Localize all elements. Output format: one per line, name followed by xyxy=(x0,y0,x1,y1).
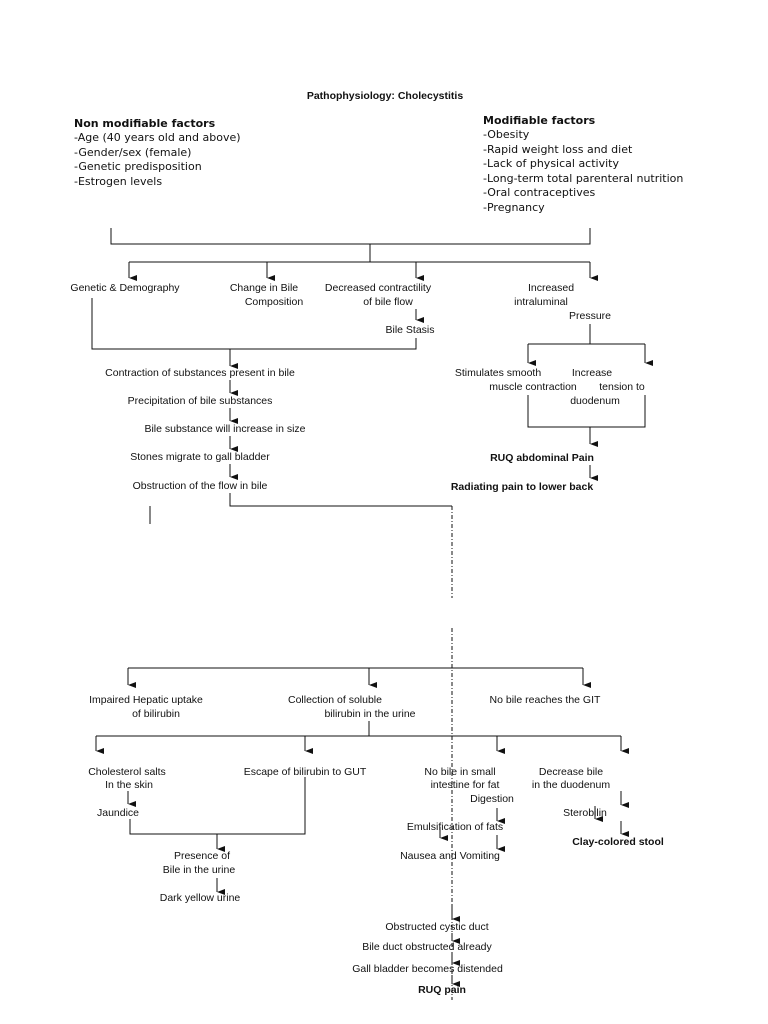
node-decreased-contractility: Decreased contractility xyxy=(324,282,432,294)
node-nausea-vomiting: Nausea and Vomiting xyxy=(400,850,500,862)
node-stones-migrate: Stones migrate to gall bladder xyxy=(130,451,270,463)
node-digestion: Digestion xyxy=(470,793,514,805)
node-obstructed-cystic-duct: Obstructed cystic duct xyxy=(385,921,489,933)
node-of-bilirubin: of bilirubin xyxy=(132,708,180,720)
node-decrease-bile: Decrease bile xyxy=(538,766,604,778)
node-impaired-hepatic: Impaired Hepatic uptake xyxy=(89,694,203,706)
node-intraluminal: intraluminal xyxy=(514,296,568,308)
node-escape-bilirubin: Escape of bilirubin to GUT xyxy=(243,766,367,778)
node-decreased-contractility-2: of bile flow xyxy=(363,296,413,308)
node-genetic-demography: Genetic & Demography xyxy=(70,282,180,294)
node-bile-stasis: Bile Stasis xyxy=(385,324,435,336)
modifiable-heading: Modifiable factors xyxy=(483,114,596,127)
node-duodenum: duodenum xyxy=(570,395,620,407)
node-increase: Increase xyxy=(571,367,613,379)
node-gall-bladder-distended: Gall bladder becomes distended xyxy=(352,963,503,975)
node-precipitation: Precipitation of bile substances xyxy=(127,395,273,407)
modifiable-factors: Modifiable factors -Obesity -Rapid weigh… xyxy=(483,114,683,215)
list-item: -Obesity xyxy=(483,128,530,141)
node-presence-of: Presence of xyxy=(173,850,231,862)
node-no-bile-git: No bile reaches the GIT xyxy=(489,694,601,706)
node-obstruction: Obstruction of the flow in bile xyxy=(132,480,268,492)
node-stimulates-smooth: Stimulates smooth xyxy=(454,367,542,379)
node-intestine-fat: intestine for fat xyxy=(430,779,500,791)
node-increased: Increased xyxy=(527,282,575,294)
list-item: -Gender/sex (female) xyxy=(74,145,192,159)
node-pressure: Pressure xyxy=(568,310,611,322)
node-no-bile-small: No bile in small xyxy=(424,766,496,778)
node-contraction-substances: Contraction of substances present in bil… xyxy=(105,367,295,379)
node-clay-colored-stool: Clay-colored stool xyxy=(572,836,664,848)
list-item: -Lack of physical activity xyxy=(483,157,619,170)
node-bile-duct-obstructed: Bile duct obstructed already xyxy=(362,941,492,953)
list-item: -Age (40 years old and above) xyxy=(74,131,241,144)
node-sterobilin: Sterobilin xyxy=(563,807,607,819)
list-item: -Pregnancy xyxy=(483,200,545,214)
node-ruq-abdominal-pain: RUQ abdominal Pain xyxy=(490,452,594,464)
node-change-in-bile-2: Composition xyxy=(244,296,304,308)
node-bilirubin-urine: bilirubin in the urine xyxy=(324,708,416,720)
node-emulsification: Emulsification of fats xyxy=(406,821,504,833)
node-jaundice: Jaundice xyxy=(96,807,140,819)
list-item: -Oral contraceptives xyxy=(483,186,596,199)
list-item: -Long-term total parenteral nutrition xyxy=(483,171,684,185)
node-collection-soluble: Collection of soluble xyxy=(288,694,382,706)
node-radiating-pain: Radiating pain to lower back xyxy=(450,481,594,493)
node-bile-in-urine: Bile in the urine xyxy=(162,864,236,876)
node-dark-yellow-urine: Dark yellow urine xyxy=(159,892,241,904)
node-ruq-pain: RUQ pain xyxy=(418,984,466,996)
list-item: -Genetic predisposition xyxy=(74,160,202,173)
node-in-the-skin: In the skin xyxy=(105,779,153,791)
node-increase-size: Bile substance will increase in size xyxy=(144,423,306,435)
node-in-duodenum: in the duodenum xyxy=(531,779,611,791)
node-tension-to: tension to xyxy=(599,381,645,393)
page-title: Pathophysiology: Cholecystitis xyxy=(306,90,464,102)
node-muscle-contraction: muscle contraction xyxy=(489,381,577,393)
non-modifiable-factors: Non modifiable factors -Age (40 years ol… xyxy=(74,117,241,189)
node-cholesterol-salts: Cholesterol salts xyxy=(88,766,166,778)
list-item: -Estrogen levels xyxy=(74,174,163,188)
list-item: -Rapid weight loss and diet xyxy=(483,142,633,156)
non-modifiable-heading: Non modifiable factors xyxy=(74,117,216,130)
node-change-in-bile: Change in Bile xyxy=(229,282,299,294)
